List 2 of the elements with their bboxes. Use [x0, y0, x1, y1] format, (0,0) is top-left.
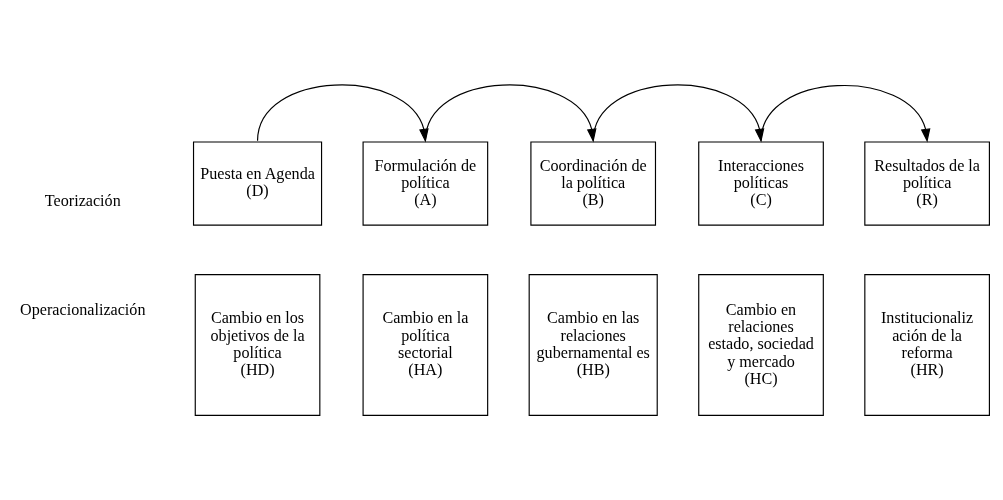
label: Teorización: [44, 192, 121, 210]
label: Operacionalización: [20, 300, 146, 318]
